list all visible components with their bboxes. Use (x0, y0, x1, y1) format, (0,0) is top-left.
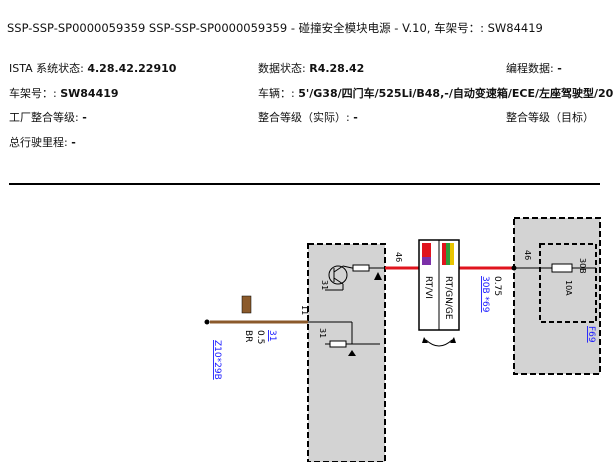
header-divider (9, 183, 600, 185)
pin-46b-label: 46 (523, 250, 532, 260)
connector-a-color: RT/VI (423, 276, 433, 299)
mileage-value: - (71, 136, 76, 149)
ista-status-label: ISTA 系统状态: (9, 62, 84, 75)
vehicle: 车辆：: 5'/G38/四门车/525Li/B48,-/自动变速箱/ECE/左座… (258, 85, 613, 101)
connector-stripe-yellow (450, 243, 454, 265)
pin-31a-label: 31 (320, 280, 329, 290)
arrow-down-icon (374, 272, 382, 280)
mileage: 总行驶里程: - (9, 134, 76, 150)
vin: 车架号：: SW84419 (9, 85, 119, 101)
vin-value: SW84419 (60, 87, 119, 100)
resistor-upper (352, 264, 370, 272)
pin-31b-label: 31 (318, 328, 327, 338)
integration-actual-value: - (353, 111, 358, 124)
pin-46a-label: 46 (394, 252, 403, 262)
connector-red-swatch (422, 243, 431, 257)
vehicle-value: 5'/G38/四门车/525Li/B48,-/自动变速箱/ECE/左座驾驶型/2… (298, 87, 613, 100)
factory-integration: 工厂整合等级: - (9, 109, 87, 125)
resistor-lower (329, 340, 347, 348)
connector-stripe-green (446, 243, 450, 265)
transistor-icon (328, 265, 348, 285)
wire-left-ref-link[interactable]: Z10*29B (212, 340, 222, 380)
fuse-icon (551, 263, 573, 273)
connector-violet-swatch (422, 257, 431, 265)
wire-left-color: BR (243, 330, 253, 342)
integration-target-label: 整合等级（目标） (506, 111, 594, 124)
ground-arrow-icon (348, 350, 356, 356)
integration-actual-label: 整合等级（实际）: (258, 111, 350, 124)
programming-data: 编程数据: - (506, 60, 562, 76)
factory-integration-label: 工厂整合等级: (9, 111, 79, 124)
data-status-label: 数据状态: (258, 62, 306, 75)
fuse-housing (539, 243, 597, 323)
connector-b-color: RT/GN/GE (443, 276, 453, 320)
connector-stripe-red (442, 243, 446, 265)
programming-data-value: - (557, 62, 562, 75)
vehicle-label: 车辆：: (258, 87, 295, 100)
pin-11-label: 11 (300, 305, 309, 315)
wiring-diagram: Z10*29B 31 0.5 BR 11 31 31 46 46 RT/VI R… (204, 217, 601, 462)
rotate-arrow-icon (425, 339, 453, 347)
integration-target: 整合等级（目标） (506, 109, 594, 125)
module-left-panel (307, 243, 386, 462)
ista-status: ISTA 系统状态: 4.28.42.22910 (9, 60, 176, 76)
wire-right-ref-link[interactable]: 30B *69 (480, 276, 490, 313)
ista-status-value: 4.28.42.22910 (87, 62, 177, 75)
factory-integration-value: - (82, 111, 87, 124)
rotate-arrowhead-left (422, 337, 428, 343)
integration-actual: 整合等级（实际）: - (258, 109, 358, 125)
programming-data-label: 编程数据: (506, 62, 554, 75)
brown-color-swatch (241, 295, 252, 314)
fuse-rating: 10A (564, 280, 573, 296)
wire-right-size: 0.75 (492, 276, 502, 296)
rotate-arrowhead-right (450, 337, 456, 343)
wire-left-pin-link[interactable]: 31 (267, 330, 277, 341)
pin-30b-label: 30B (578, 258, 587, 274)
wire-left-size: 0.5 (255, 330, 265, 344)
vin-label: 车架号：: (9, 87, 57, 100)
page-title: SSP-SSP-SP0000059359 SSP-SSP-SP000005935… (7, 21, 543, 35)
fuse-ref-link[interactable]: F69 (586, 326, 596, 343)
mileage-label: 总行驶里程: (9, 136, 68, 149)
wire-endpoint-left (204, 319, 210, 325)
data-status: 数据状态: R4.28.42 (258, 60, 364, 76)
data-status-value: R4.28.42 (309, 62, 365, 75)
